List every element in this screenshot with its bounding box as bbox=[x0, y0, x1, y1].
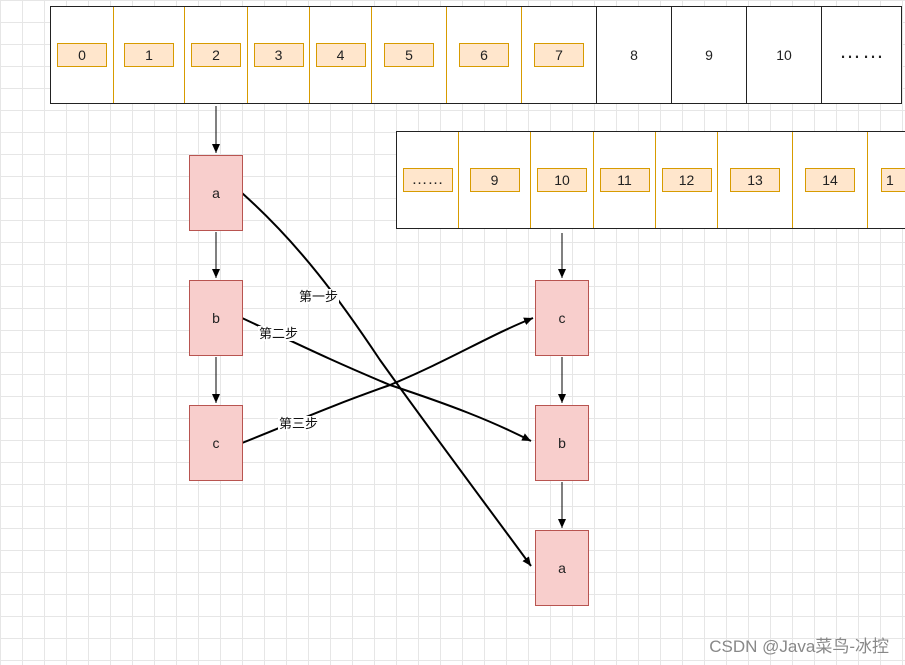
second-array-slot-15: 1 bbox=[868, 132, 905, 228]
step3-label: 第三步 bbox=[278, 416, 320, 431]
new-node-c: c bbox=[535, 280, 589, 356]
top-array-slot-1: 1 bbox=[114, 7, 185, 103]
top-array-slot-9: 9 bbox=[672, 7, 747, 103]
second-array-slot-14: 14 bbox=[793, 132, 868, 228]
index-box: 11 bbox=[599, 168, 650, 192]
index-box: 4 bbox=[315, 43, 366, 67]
index-box: 3 bbox=[253, 43, 304, 67]
slot-label: 8 bbox=[630, 47, 638, 63]
step2-label: 第二步 bbox=[258, 326, 300, 341]
top-array-slot-5: 5 bbox=[372, 7, 447, 103]
top-array-slot-6: 6 bbox=[447, 7, 522, 103]
index-box: 12 bbox=[661, 168, 712, 192]
second-array-slot-9: 9 bbox=[459, 132, 531, 228]
index-box: 1 bbox=[124, 43, 174, 67]
watermark: CSDN @Java菜鸟-冰控 bbox=[709, 637, 889, 656]
second-array-slot-11: 11 bbox=[594, 132, 656, 228]
step1-curve bbox=[241, 192, 532, 567]
index-box: 5 bbox=[384, 43, 434, 67]
index-box: 13 bbox=[730, 168, 780, 192]
top-array-slot-0: 0 bbox=[51, 7, 114, 103]
second-array-slot-13: 13 bbox=[718, 132, 793, 228]
index-box: 0 bbox=[57, 43, 107, 67]
new-node-b: b bbox=[535, 405, 589, 481]
slot-label: 9 bbox=[705, 47, 713, 63]
old-node-c: c bbox=[189, 405, 243, 481]
top-array-slot-8: 8 bbox=[597, 7, 672, 103]
old-node-b: b bbox=[189, 280, 243, 356]
top-array-slot-2: 2 bbox=[185, 7, 248, 103]
top-array-slot-10: 10 bbox=[747, 7, 822, 103]
index-box: …… bbox=[402, 168, 453, 192]
second-array-slot-10: 10 bbox=[531, 132, 594, 228]
step1-label: 第一步 bbox=[298, 289, 340, 304]
index-box: 2 bbox=[191, 43, 241, 67]
index-box: 9 bbox=[469, 168, 520, 192]
top-array: 0 1 2 3 4 5 6 7 8 9 10 …… bbox=[50, 6, 902, 104]
top-array-slot-3: 3 bbox=[248, 7, 310, 103]
index-box: 7 bbox=[534, 43, 584, 67]
second-array: …… 9 10 11 12 13 14 1 bbox=[396, 131, 905, 229]
index-box: 14 bbox=[805, 168, 855, 192]
old-node-a: a bbox=[189, 155, 243, 231]
top-array-slot-4: 4 bbox=[310, 7, 372, 103]
index-box: 10 bbox=[537, 168, 587, 192]
index-box: 1 bbox=[881, 168, 905, 192]
second-array-ellipsis: …… bbox=[397, 132, 459, 228]
second-array-slot-12: 12 bbox=[656, 132, 718, 228]
slot-label: 10 bbox=[776, 47, 792, 63]
top-array-slot-7: 7 bbox=[522, 7, 597, 103]
top-array-ellipsis: …… bbox=[822, 7, 901, 103]
index-box: 6 bbox=[459, 43, 509, 67]
ellipsis-label: …… bbox=[839, 38, 885, 63]
new-node-a: a bbox=[535, 530, 589, 606]
